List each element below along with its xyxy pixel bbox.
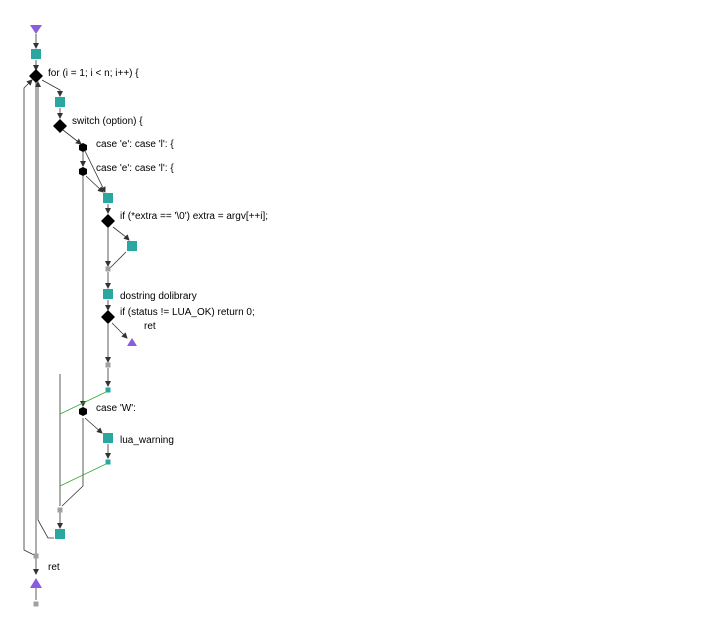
edge-switch-to-case-1 [62,129,82,145]
case-w-end-block [105,459,111,465]
case-e-l-hexagon-1 [79,143,87,152]
entry-triangle-icon [30,25,42,34]
case-w-hexagon [79,407,87,416]
if-extra-diamond [101,214,115,228]
join-loop-exit [33,553,39,559]
edge-back-outer [23,79,37,557]
dostring-label: dostring dolibrary [120,291,197,302]
lua-warning-block [103,433,113,443]
edge-for-to-loop-body [41,79,63,97]
edge-case-2-to-block [85,175,104,193]
case-w-label: case 'W': [96,403,136,414]
switch-label: switch (option) { [72,116,143,127]
case-e-l-label-2: case 'e': case 'l': { [96,163,174,174]
if-status-label: if (status != LUA_OK) return 0; [120,307,255,318]
case-e-l-end-block [105,387,111,393]
join-switch-end [57,507,63,513]
edge-back-inner [35,81,54,539]
edge-if-extra-true [112,226,130,241]
edge-case-w-to-lua-warning [84,417,103,434]
edge-case-w-fallthrough [61,418,84,507]
edge-break-1 [59,391,107,415]
edges [23,34,130,600]
join-after-if-status [105,362,111,368]
edge-break-2 [59,463,107,487]
loop-body-block [55,97,65,107]
for-loop-label: for (i = 1; i < n; i++) { [48,68,139,79]
if-extra-label: if (*extra == '\0') extra = argv[++i]; [120,211,268,222]
case-e-l-hexagon-2 [79,167,87,176]
return-final-triangle-icon [30,578,42,588]
edge-if-status-true [111,322,128,339]
return-inner-triangle-icon [127,338,137,346]
edge-assign-to-join [109,251,127,269]
ret-final-label: ret [48,562,60,573]
exit-node [33,601,39,607]
ret-inner-label: ret [144,321,156,332]
switch-diamond [53,119,67,133]
if-status-diamond [101,310,115,324]
edge-case-1-to-block [84,150,106,193]
dostring-block [103,289,113,299]
lua-warning-label: lua_warning [120,435,174,446]
case-e-l-label-1: case 'e': case 'l': { [96,139,174,150]
join-after-if-extra [105,266,111,272]
loop-end-block [55,529,65,539]
for-loop-diamond [29,69,43,83]
extra-assign-block [127,241,137,251]
entry-block [31,49,41,59]
case-e-l-block [103,193,113,203]
